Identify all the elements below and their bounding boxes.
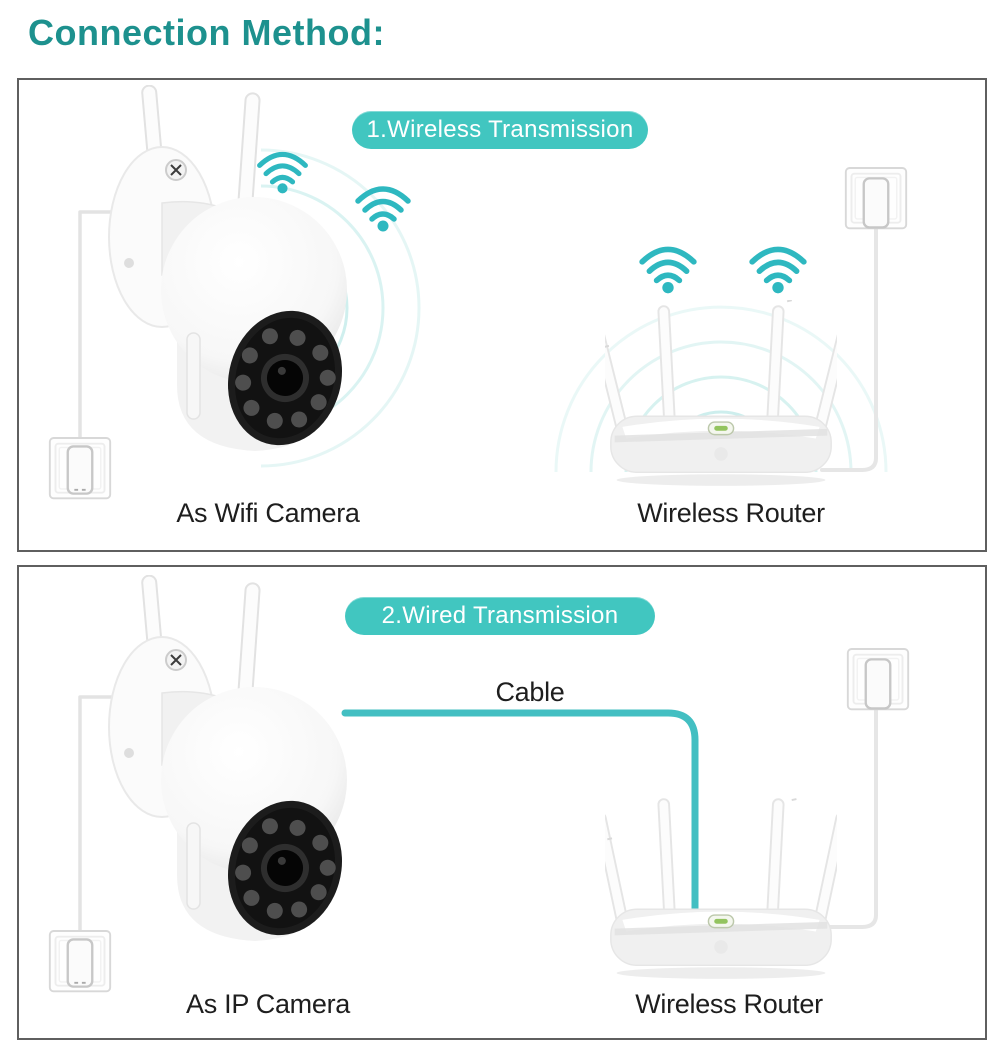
wired-transmission-badge: 2.Wired Transmission	[345, 597, 655, 635]
camera-caption: As IP Camera	[186, 989, 350, 1019]
router-logo	[714, 447, 728, 461]
wireless-transmission-badge: 1.Wireless Transmission	[352, 111, 648, 149]
page-title: Connection Method:	[28, 12, 385, 53]
wireless-transmission-panel: 1.Wireless Transmission As Wifi Camera W…	[17, 78, 987, 552]
wifi-camera-illustration	[108, 85, 347, 451]
ip-camera-illustration	[108, 575, 347, 941]
wall-outlet	[48, 930, 112, 993]
router-antennas	[605, 300, 837, 437]
power-plug	[864, 658, 892, 710]
router-power-cable	[820, 226, 878, 472]
camera-lens	[261, 354, 309, 402]
camera-caption: As Wifi Camera	[176, 498, 360, 528]
ethernet-cable	[341, 709, 699, 913]
router-antennas	[605, 798, 837, 930]
wall-outlet	[844, 167, 908, 230]
wifi-icon	[749, 246, 807, 294]
wifi-icon	[639, 246, 697, 294]
router-illustration	[605, 300, 837, 486]
wired-panel-content: 2.Wired Transmission Cable As IP Camera …	[19, 567, 985, 1038]
power-plug	[66, 445, 94, 495]
camera-lens-face	[227, 800, 343, 936]
router-body	[610, 908, 832, 979]
cable-caption: Cable	[495, 677, 565, 707]
router-logo	[714, 940, 728, 954]
power-plug	[862, 177, 890, 229]
wired-transmission-panel: 2.Wired Transmission Cable As IP Camera …	[17, 565, 987, 1040]
wall-outlet	[846, 648, 910, 711]
wireless-panel-content: 1.Wireless Transmission As Wifi Camera W…	[19, 80, 985, 550]
power-plug	[66, 938, 94, 988]
router-illustration	[605, 798, 837, 979]
camera-lens-face	[227, 310, 343, 446]
wifi-icon	[355, 186, 411, 232]
router-body	[610, 415, 832, 486]
ir-led-ring	[235, 818, 336, 919]
wall-outlet	[48, 437, 112, 500]
router-caption: Wireless Router	[637, 498, 825, 528]
router-power-cable	[820, 707, 878, 929]
wifi-icon	[257, 151, 308, 194]
ir-led-ring	[235, 328, 336, 429]
camera-lens	[261, 844, 309, 892]
router-caption: Wireless Router	[635, 989, 823, 1019]
